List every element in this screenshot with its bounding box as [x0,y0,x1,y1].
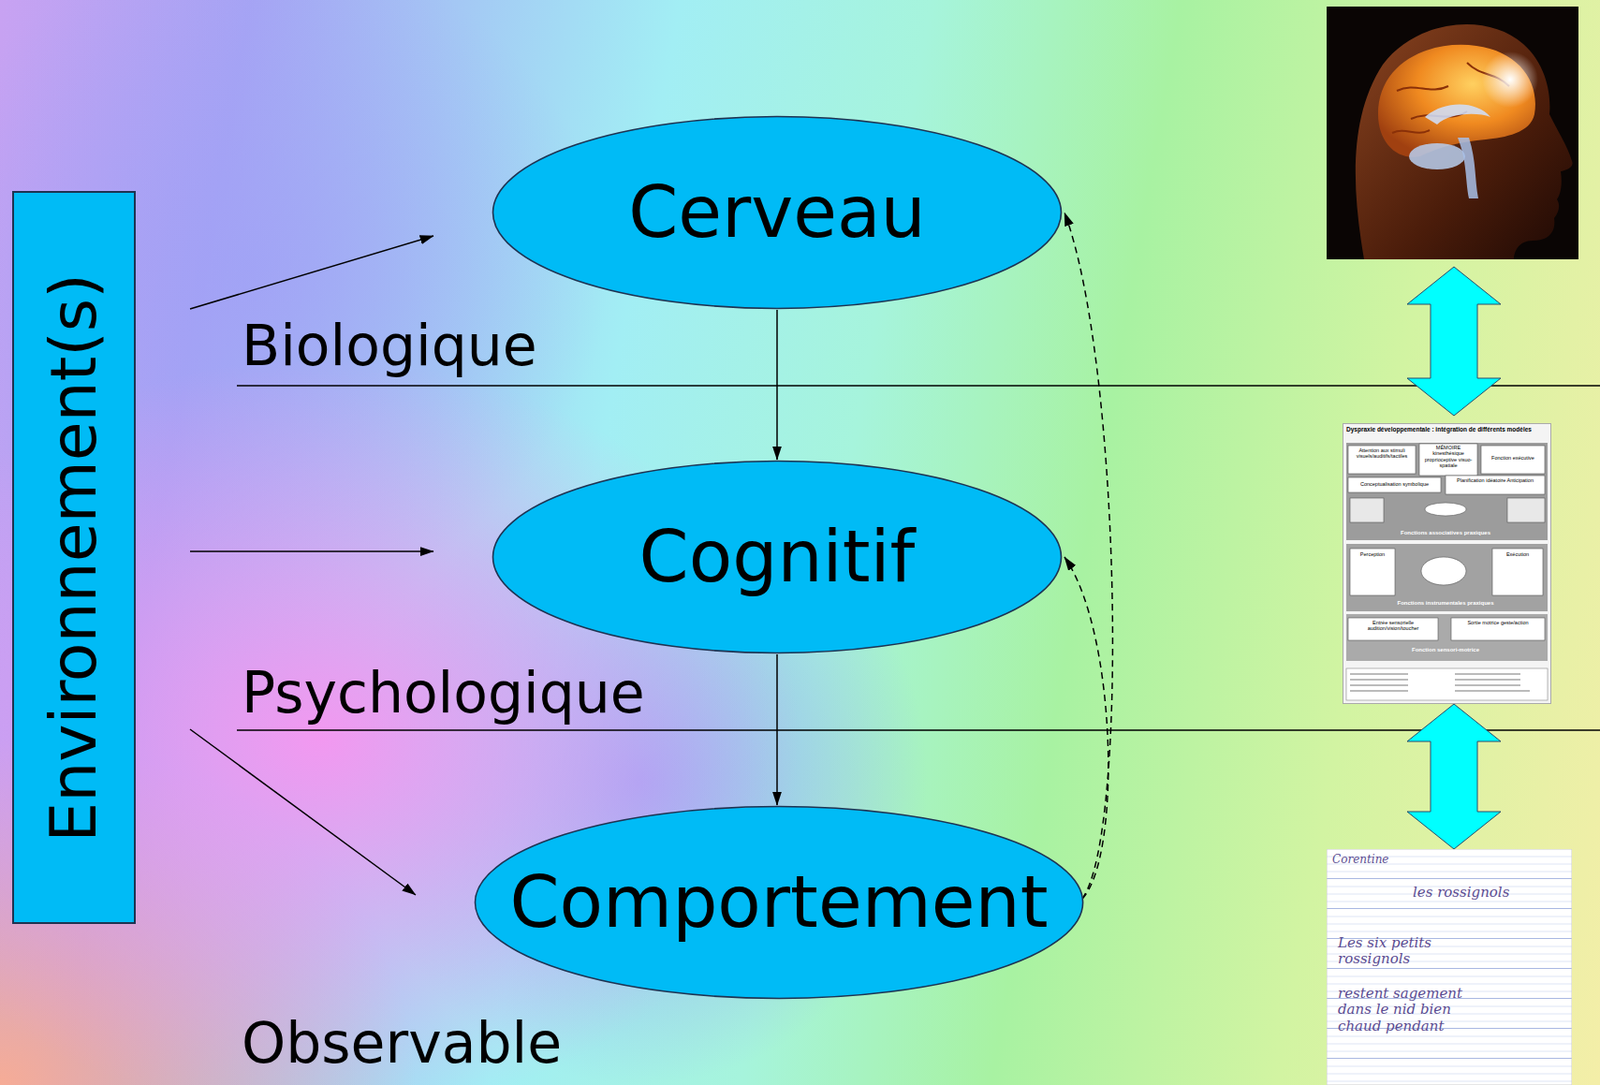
flow-arrow [190,729,416,896]
mini-box [1419,443,1478,476]
level-label: Observable [241,1011,562,1076]
photo-ground [1326,6,1579,260]
panel [1346,614,1548,661]
feedback-arrow [1064,557,1109,899]
concept-ellipse: Comportement [473,805,1085,1000]
label-text: Dyspraxie développementale : intégration… [1346,425,1548,433]
flow-arrow [776,654,778,806]
mini-box [1348,477,1441,493]
label-text: Exécution [1494,551,1542,558]
light-spot [1482,51,1539,108]
mini-box [1350,548,1395,596]
figure-text: Exécution [1494,551,1542,558]
mini-box [1507,498,1545,523]
flow-arrow [190,550,434,553]
label-text: Planification idéatoire Anticipation [1447,477,1543,484]
figure-text: Sortie motrice geste/action [1453,619,1543,626]
mini-box [1481,445,1545,474]
figure-text: Dyspraxie développementale : intégration… [1346,425,1548,433]
label-text: Attention aux stimuli visuels/auditifs/t… [1350,447,1414,460]
figure-text: MÉMOIRE kinesthésique proprioceptive vis… [1421,444,1476,469]
label-text: Fonctions instrumentales praxiques [1361,600,1530,607]
panel [1346,442,1548,541]
head-silhouette [1355,24,1573,260]
node-text: Cerveau [628,171,926,253]
label-text: Fonction sensori-motrice [1361,646,1530,654]
brain-photo [1326,6,1579,260]
handwriting-sample: Corentine les rossignolsLes six petits ro… [1326,849,1572,1085]
label-text: Perception [1351,551,1394,558]
figure-text: Perception [1351,551,1394,558]
node-text-group: Cerveau [628,171,926,253]
handwritten-text: Les six petits rossignols [1337,935,1443,969]
label-text: Entrée sensorielle audition/vision/touch… [1350,619,1437,632]
node-text: Comportement [510,861,1049,943]
label-text: les rossignols [1412,884,1510,901]
node-text: Environnement(s) [37,273,111,843]
figure-text: Fonctions associatives praxiques [1361,529,1530,537]
ellipse-shape [493,461,1062,654]
ellipse-shape [493,117,1062,309]
mini-box [1350,498,1384,523]
concept-ellipse: Cerveau [491,115,1063,310]
brainstem [1457,137,1479,199]
illegible-lines [1350,674,1530,691]
label-text: Fonction exécutive [1482,455,1543,461]
node-text-group: Cognitif [639,515,916,598]
handwritten-text: restent sagement dans le nid bien chaud … [1337,985,1493,1035]
label-text: Psychologique [241,660,646,726]
cerebellum [1409,143,1466,170]
model-figure: Dyspraxie développementale : intégration… [1342,423,1552,705]
figure-text: Entrée sensorielle audition/vision/touch… [1350,619,1437,632]
mini-ellipse [1424,502,1467,516]
figure-text: Conceptualisation symbolique [1350,481,1439,487]
figure-text: Planification idéatoire Anticipation [1447,477,1543,484]
mini-box [1348,617,1439,641]
panel [1346,543,1548,612]
level-line [236,729,1600,732]
figure-text: Attention aux stimuli visuels/auditifs/t… [1350,447,1414,460]
label-text: Sortie motrice geste/action [1453,619,1543,626]
figure-text: Fonction sensori-motrice [1361,646,1530,654]
handwritten-text: les rossignols [1412,884,1510,901]
figure-ground [1343,424,1552,705]
level-line [236,384,1600,387]
label-text: MÉMOIRE kinesthésique proprioceptive vis… [1421,444,1476,469]
concept-ellipse: Cognitif [491,459,1063,655]
mini-ellipse [1421,557,1467,586]
label-text: Observable [241,1011,562,1076]
mini-box [1492,548,1543,596]
label-text: Les six petits rossignols [1337,935,1443,969]
label-text: Biologique [241,313,538,379]
level-label: Biologique [241,313,538,379]
handwritten-text: Corentine [1332,853,1389,867]
double-arrow [1407,266,1501,416]
flow-arrow [776,309,778,460]
mini-box [1348,445,1416,474]
node-text: Cognitif [639,515,916,598]
node-text-group: Comportement [510,861,1049,943]
double-arrow [1407,704,1501,850]
label-text: Fonctions associatives praxiques [1361,529,1530,537]
flow-arrow [190,235,434,309]
legend-panel [1346,668,1548,701]
node-text-group: Environnement(s) [37,273,111,843]
feedback-arrow [1064,212,1113,899]
mini-box [1451,617,1545,641]
figure-text: Fonction exécutive [1482,455,1543,461]
ruled-paper [1326,849,1572,1085]
mini-box [1445,475,1545,495]
ellipse-shape [474,807,1083,999]
level-label: Psychologique [241,660,646,726]
label-text: Corentine [1332,853,1389,867]
label-text: Conceptualisation symbolique [1350,481,1439,487]
label-text: restent sagement dans le nid bien chaud … [1337,985,1493,1035]
figure-text: Fonctions instrumentales praxiques [1361,600,1530,607]
environment-box: Environnement(s) [12,190,136,925]
brain-ventricle [1424,104,1491,126]
